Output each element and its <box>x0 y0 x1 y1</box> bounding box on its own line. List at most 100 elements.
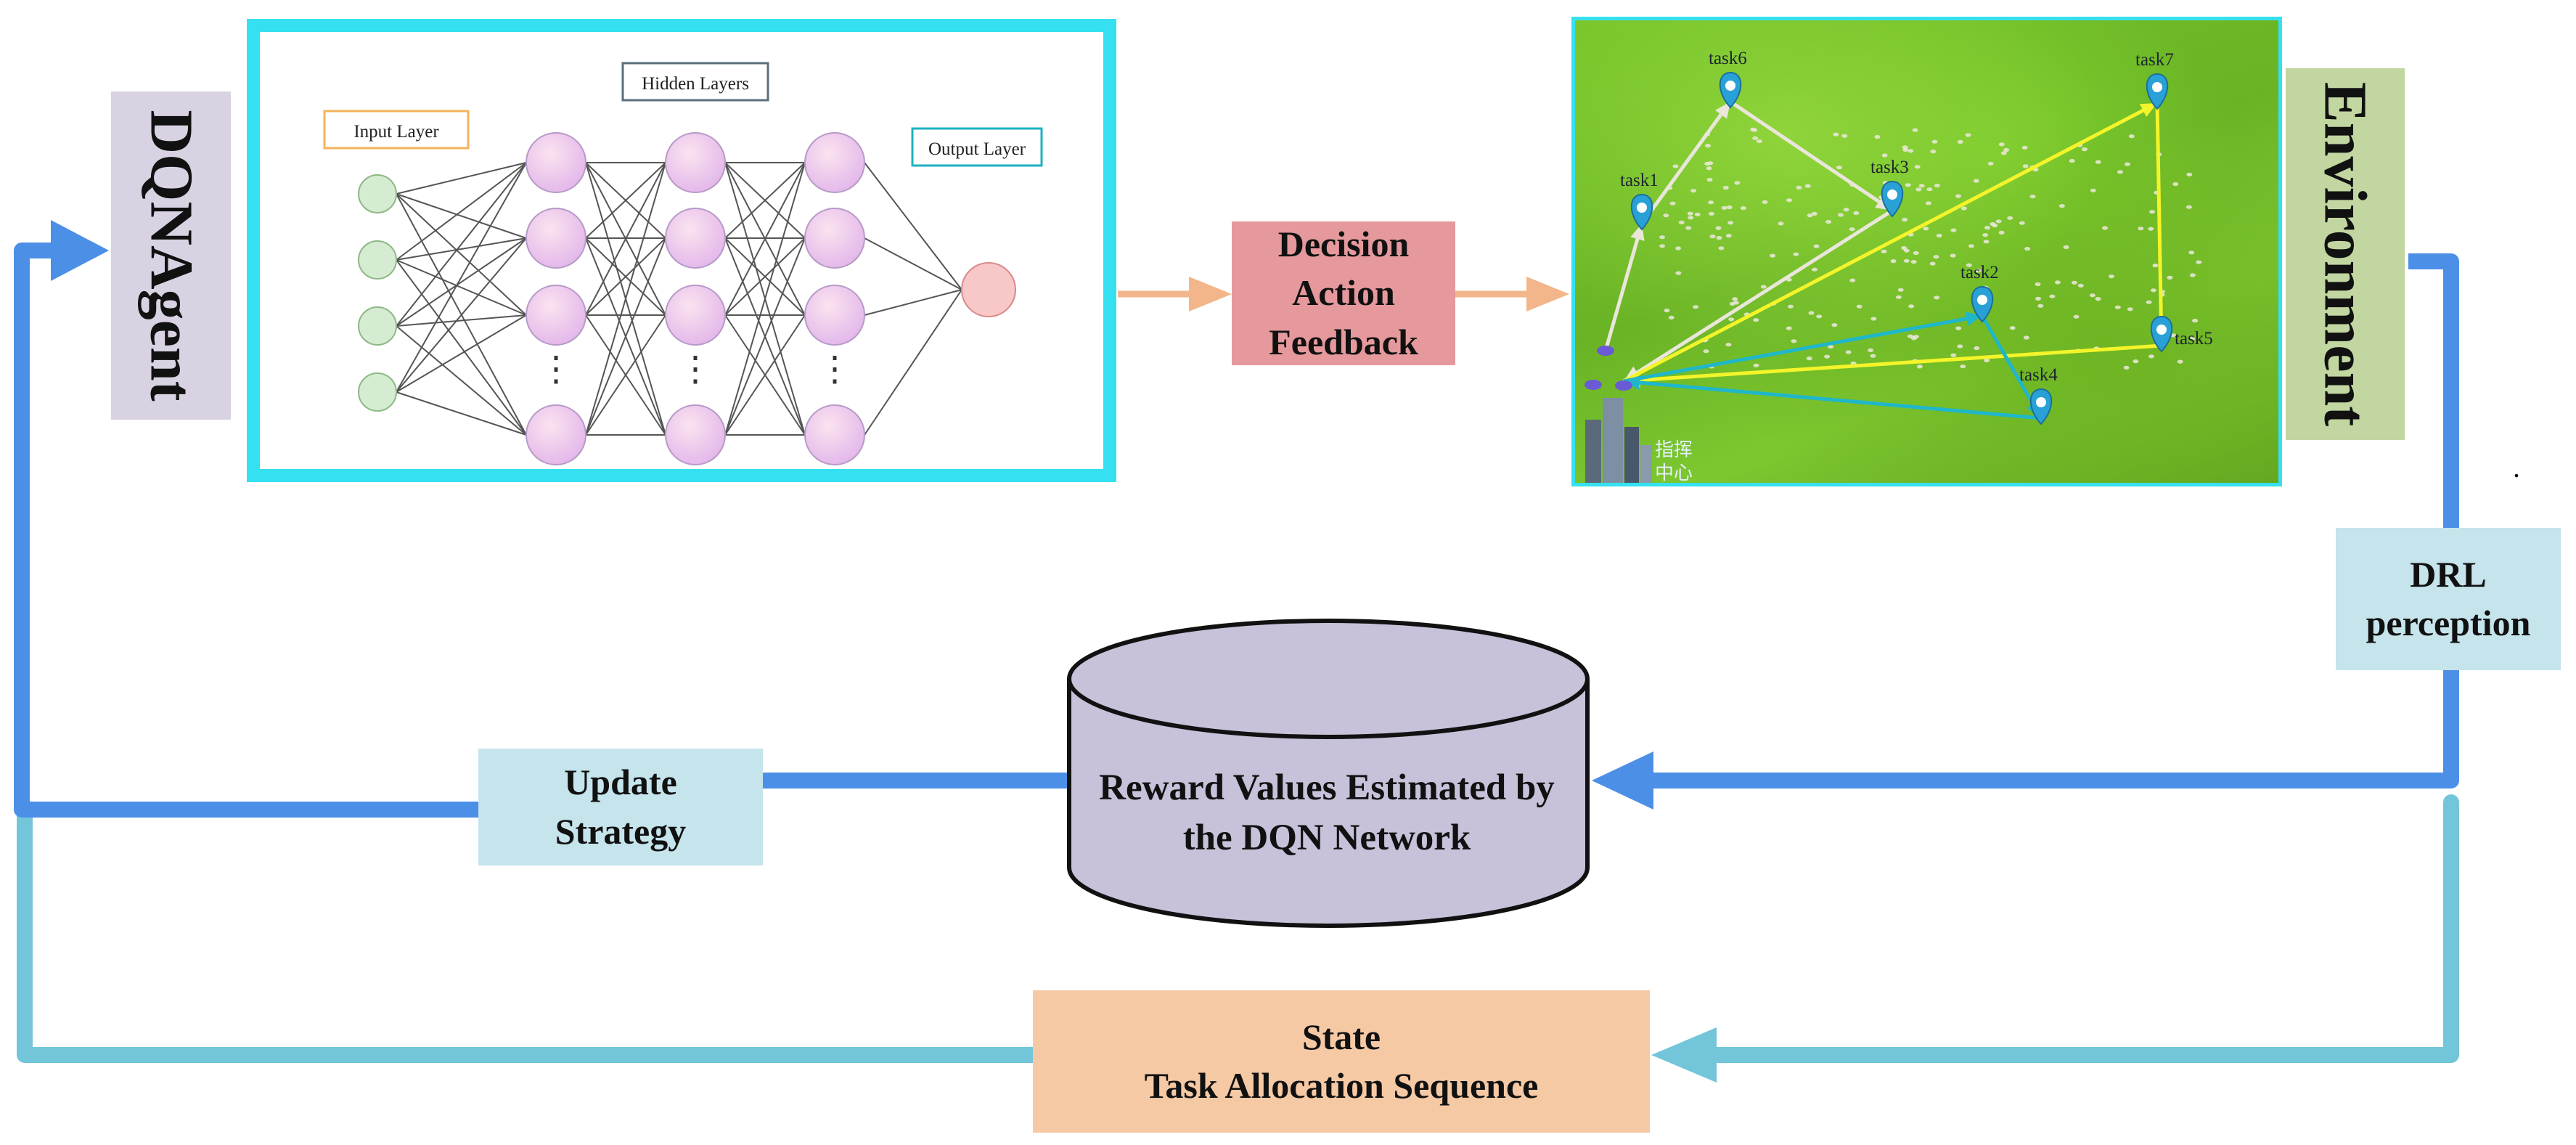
hidden-neuron <box>526 285 586 346</box>
pin-center <box>2036 397 2046 407</box>
network-connection <box>864 289 962 316</box>
network-connection <box>585 237 666 316</box>
sheep <box>1668 315 1675 319</box>
route-segment <box>2155 102 2164 346</box>
sheep <box>1703 349 1709 354</box>
network-connection <box>396 237 527 327</box>
pin-center <box>1887 190 1897 200</box>
sheep <box>2146 300 2152 304</box>
output-layer-label: Output Layer <box>928 139 1026 159</box>
sheep <box>2123 365 2130 370</box>
sheep <box>1734 181 1741 185</box>
sheep <box>1950 228 1957 232</box>
sheep <box>1868 348 1874 352</box>
sheep <box>2148 354 2154 359</box>
sheep <box>1836 166 1842 170</box>
sheep <box>2077 283 2084 288</box>
sheep <box>1998 142 2005 147</box>
sheep <box>2000 151 2007 155</box>
network-connection <box>724 162 806 316</box>
state-flow-right <box>1709 794 2459 1063</box>
sheep <box>1890 259 1897 264</box>
nn-to-decision-arrowhead <box>1189 277 1232 311</box>
input-neuron <box>358 240 397 280</box>
sheep <box>1916 364 1923 369</box>
update-to-agent-flow <box>14 243 478 818</box>
sheep <box>2148 227 2154 231</box>
hidden-neuron <box>804 285 865 346</box>
sheep <box>1926 187 1933 192</box>
sheep <box>1984 226 1990 230</box>
sheep <box>1982 233 1989 237</box>
sheep <box>2138 227 2144 231</box>
input-layer-label: Input Layer <box>353 122 439 142</box>
sheep <box>2189 336 2196 341</box>
sheep <box>1908 149 1914 153</box>
sheep <box>2124 162 2130 166</box>
sheep <box>1931 139 1938 144</box>
decision-action-feedback-box: Decision Action Feedback <box>1232 221 1455 365</box>
sheep <box>1968 244 1974 248</box>
sheep <box>2196 260 2202 264</box>
sheep <box>1895 295 1902 299</box>
sheep <box>2133 359 2139 364</box>
network-connection <box>396 162 527 393</box>
sheep <box>1727 221 1734 225</box>
network-connection <box>396 237 527 261</box>
sheep <box>1828 344 1834 349</box>
sheep <box>2150 288 2156 293</box>
network-connection <box>724 162 806 436</box>
sheep <box>2049 294 2056 298</box>
sheep <box>2189 273 2196 277</box>
db-input-arrowhead <box>1592 751 1653 810</box>
route-segment <box>1729 99 1894 213</box>
sheep <box>1762 200 1768 204</box>
network-connections <box>396 162 962 436</box>
sheep <box>1905 183 1911 187</box>
sheep <box>1913 250 1919 256</box>
dqn-agent-box: DQNAgent <box>111 91 231 420</box>
sheep <box>1912 128 1918 132</box>
sheep <box>1910 260 1917 264</box>
sheep <box>2089 293 2095 298</box>
sheep <box>1716 236 1722 240</box>
task-label: task6 <box>1709 49 1747 68</box>
sheep <box>1753 318 1759 322</box>
sheep <box>1669 201 1676 205</box>
route-segment <box>1640 100 1733 225</box>
sheep <box>1990 221 1996 227</box>
hidden-neuron <box>665 208 726 269</box>
output-neuron <box>961 262 1016 317</box>
sheep <box>1690 189 1697 193</box>
sheep <box>1816 314 1823 319</box>
sheep <box>1870 317 1877 321</box>
sheep <box>1856 304 1863 309</box>
sheep <box>1751 128 1757 132</box>
sheep <box>1975 269 1982 273</box>
sheep <box>1796 185 1802 190</box>
hidden-neuron <box>526 404 586 465</box>
network-connection <box>724 314 806 436</box>
sheep <box>2037 303 2044 308</box>
pin-center <box>1725 81 1735 91</box>
neural-network-panel: Input Layer Hidden Layers Output Layer ⋮… <box>247 19 1116 482</box>
sheep <box>2073 314 2080 319</box>
sheep <box>1813 244 1820 248</box>
network-connection <box>396 259 527 436</box>
sheep <box>2023 335 2029 340</box>
sheep <box>2127 307 2133 311</box>
sheep <box>2007 216 2013 220</box>
route-segment <box>1623 314 1983 383</box>
sheep <box>1732 297 1738 301</box>
sheep <box>1705 144 1711 148</box>
command-center-label-line1: 指挥 <box>1655 439 1693 461</box>
sheep <box>1725 343 1732 347</box>
network-connection <box>585 314 666 436</box>
sheep <box>1721 205 1727 210</box>
sheep <box>2095 297 2101 301</box>
drl-perception-box: DRL perception <box>2336 528 2561 670</box>
drl-flow <box>1653 253 2459 789</box>
